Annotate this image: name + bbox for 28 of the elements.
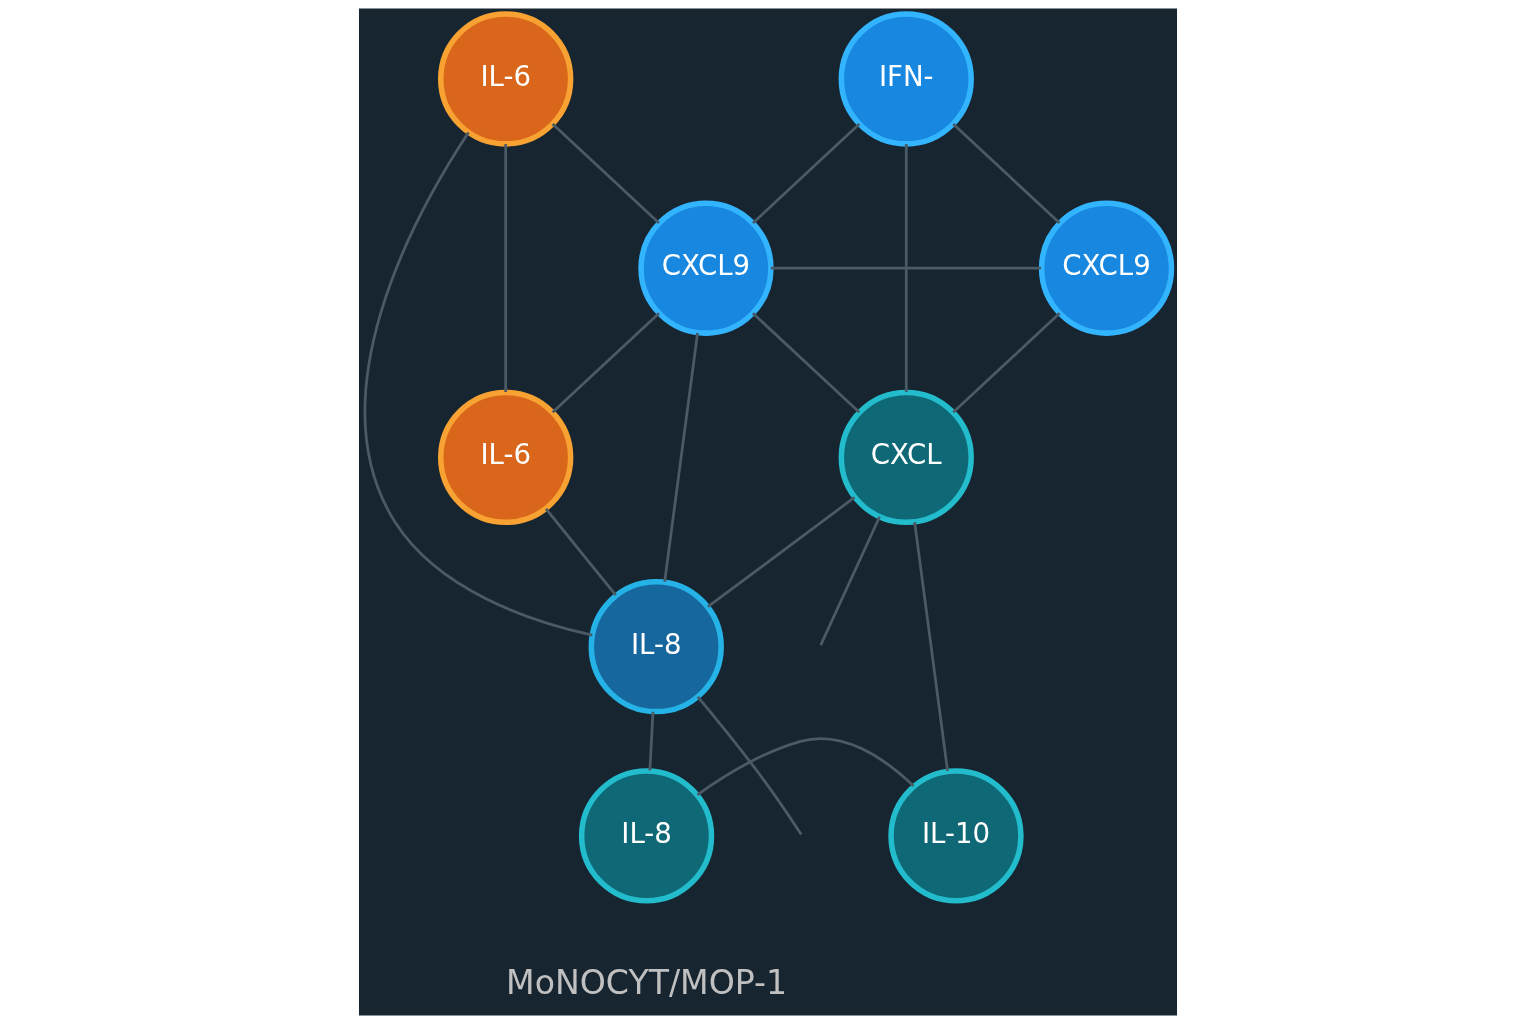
node-circle: IL-8 [588,579,724,715]
connector [913,521,949,772]
node-circle: IL-6 [438,389,574,526]
node-circle: IFN- [838,11,974,147]
connector [663,332,699,582]
node-circle: IL-6 [438,11,574,147]
connector [544,507,617,597]
node-circle: CXCL9 [638,200,774,336]
connector [363,131,593,637]
connector [551,123,660,225]
connector [696,696,803,836]
node-circle: IL-10 [888,768,1024,904]
connector [752,312,861,414]
connector [904,144,908,392]
connector [952,312,1061,414]
node-circle: CXCL [838,389,974,526]
connector [752,123,861,225]
connector [952,123,1061,225]
connector [648,711,655,771]
connector [819,516,881,646]
node-circle: CXCL9 [1038,200,1175,336]
node-circle: IL-8 [578,768,715,904]
connector [696,737,915,796]
label: MoNOCYT/MOP-1 [506,962,788,1002]
connector [504,144,508,392]
connector [551,312,660,414]
connector [770,266,1041,270]
connector [707,496,856,608]
